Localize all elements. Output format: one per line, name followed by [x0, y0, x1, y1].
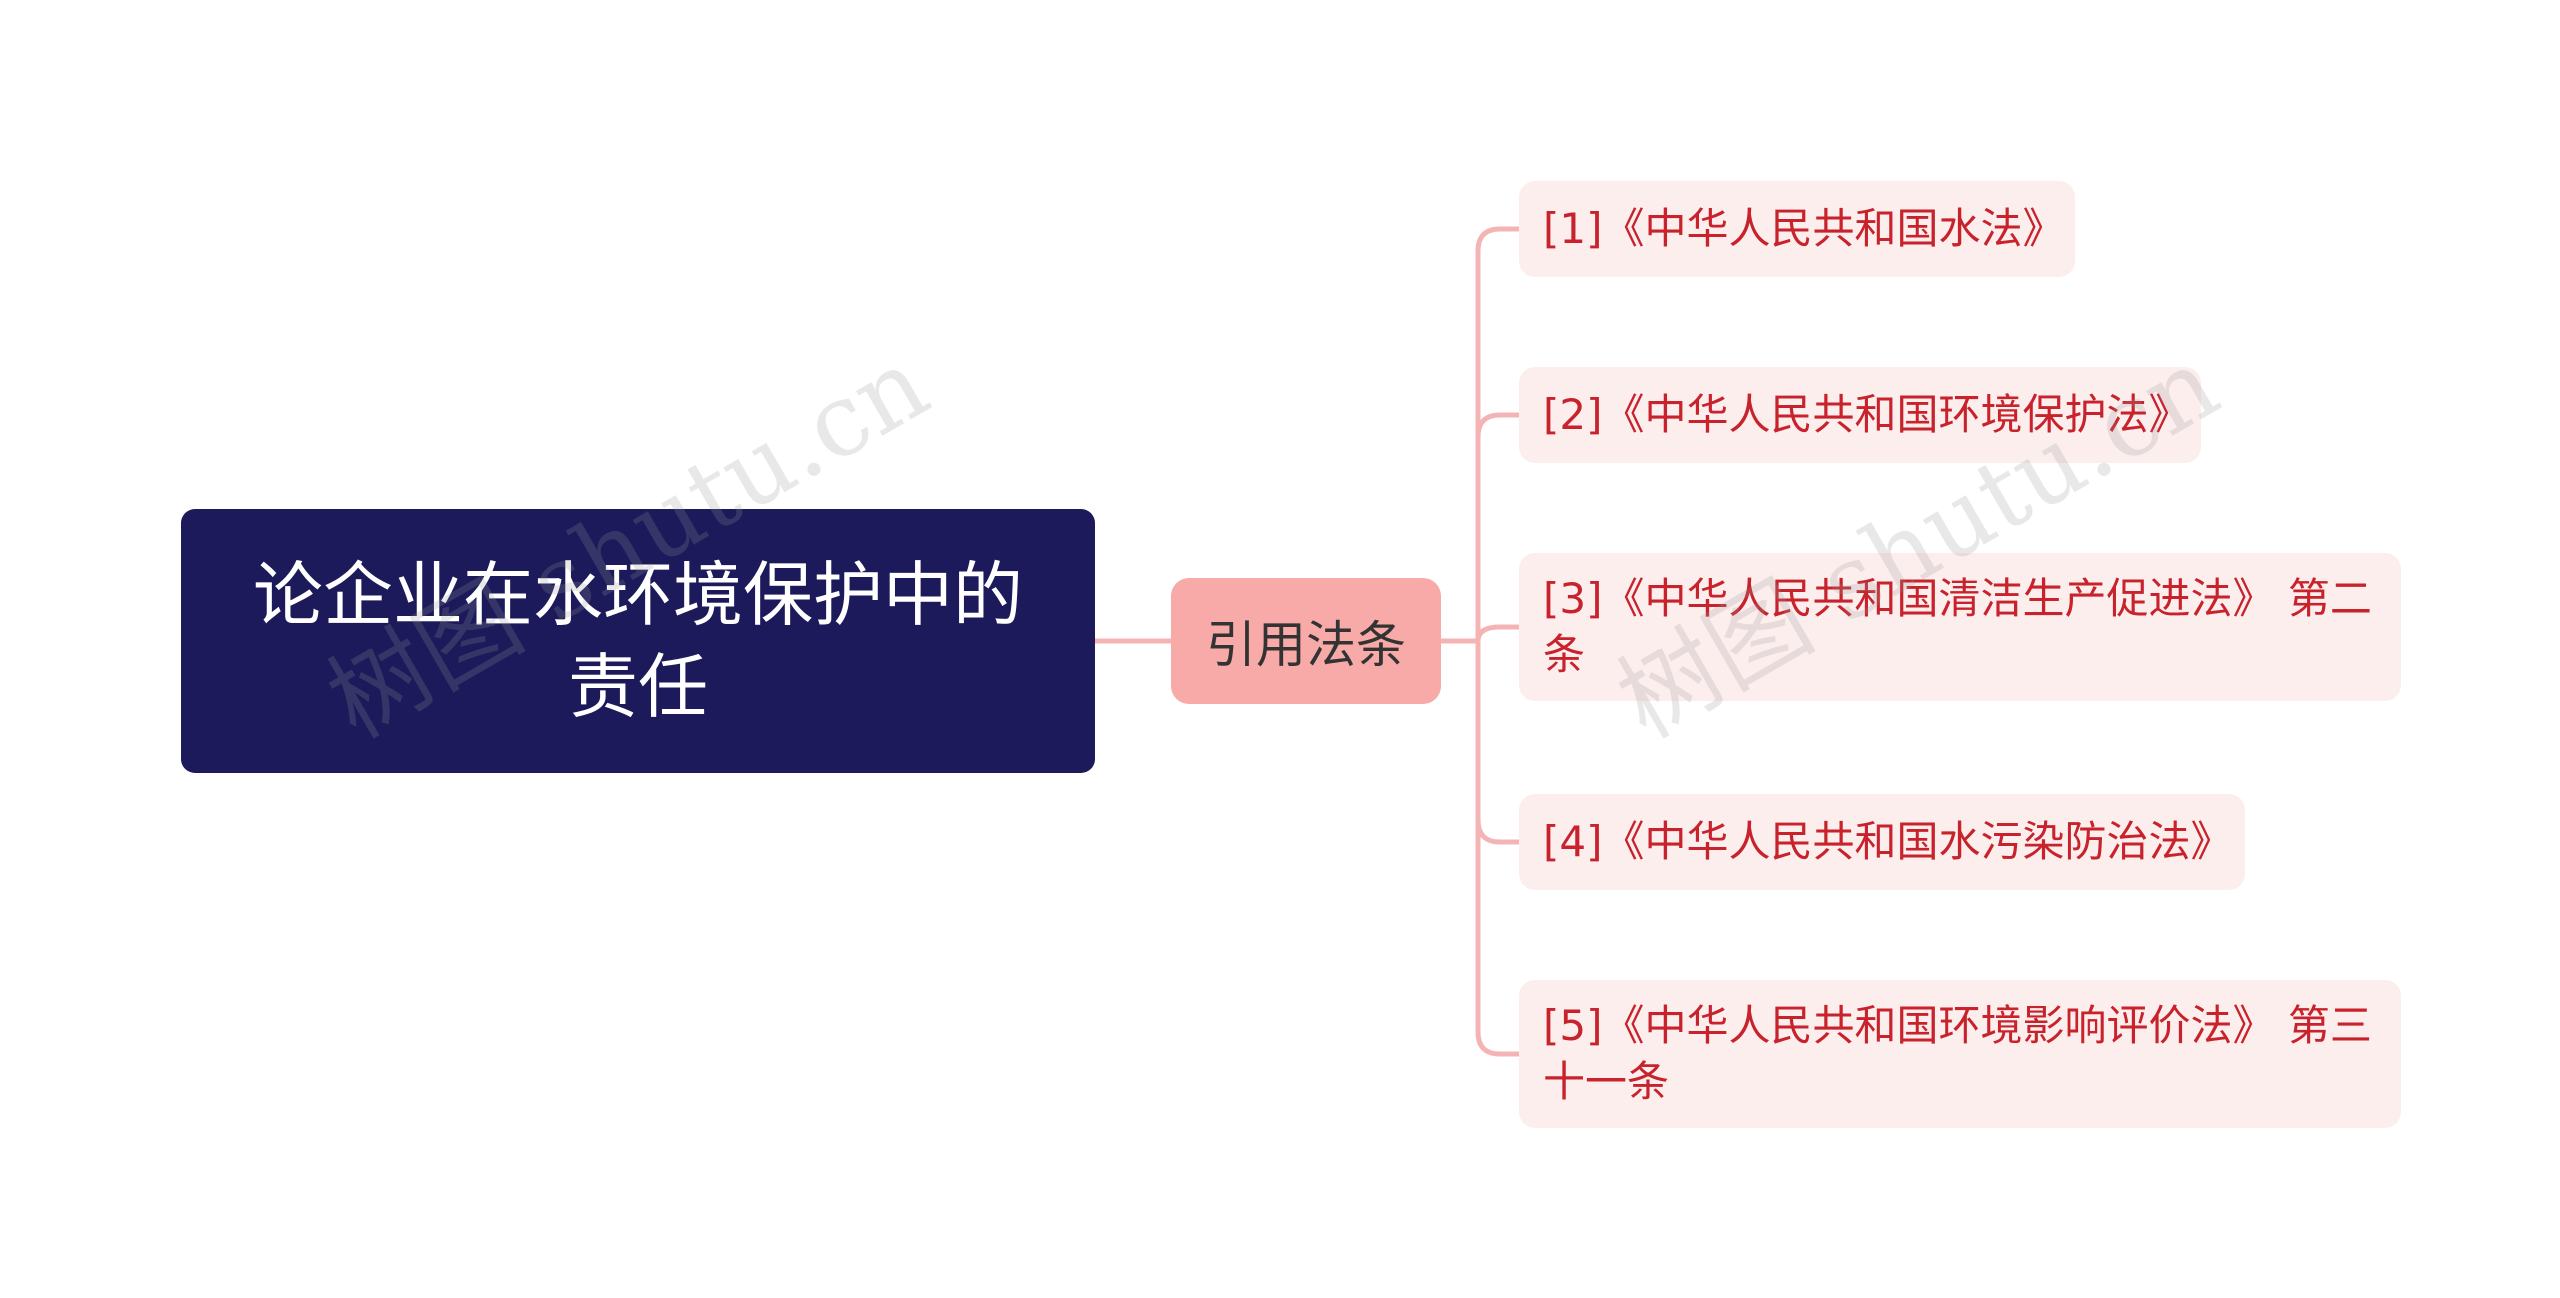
leaf-node-3[interactable]: [3]《中华人民共和国清洁生产促进法》 第二条 [1519, 553, 2401, 701]
connector-leaf-1 [1475, 226, 1522, 644]
connector-leaf-5 [1475, 638, 1522, 1057]
leaf-node-5[interactable]: [5]《中华人民共和国环境影响评价法》 第三十一条 [1519, 980, 2401, 1128]
connector-leaf-2 [1475, 412, 1522, 644]
leaf-node-1[interactable]: [1]《中华人民共和国水法》 [1519, 181, 2075, 277]
root-node-label: 论企业在水环境保护中的责任 [253, 554, 1023, 728]
leaf-node-label: [4]《中华人民共和国水污染防治法》 [1543, 817, 2233, 866]
leaf-node-4[interactable]: [4]《中华人民共和国水污染防治法》 [1519, 794, 2245, 890]
root-node[interactable]: 论企业在水环境保护中的责任 [181, 509, 1095, 773]
leaf-node-label: [1]《中华人民共和国水法》 [1543, 204, 2065, 253]
leaf-node-label: [5]《中华人民共和国环境影响评价法》 第三十一条 [1543, 1001, 2372, 1106]
leaf-node-label: [2]《中华人民共和国环境保护法》 [1543, 390, 2191, 439]
leaf-node-2[interactable]: [2]《中华人民共和国环境保护法》 [1519, 367, 2201, 463]
branch-node-cited-laws[interactable]: 引用法条 [1171, 578, 1441, 704]
branch-node-label: 引用法条 [1206, 616, 1406, 674]
connector-leaf-3 [1475, 624, 1522, 644]
connector-leaf-4 [1475, 638, 1522, 845]
leaf-node-label: [3]《中华人民共和国清洁生产促进法》 第二条 [1543, 574, 2372, 679]
